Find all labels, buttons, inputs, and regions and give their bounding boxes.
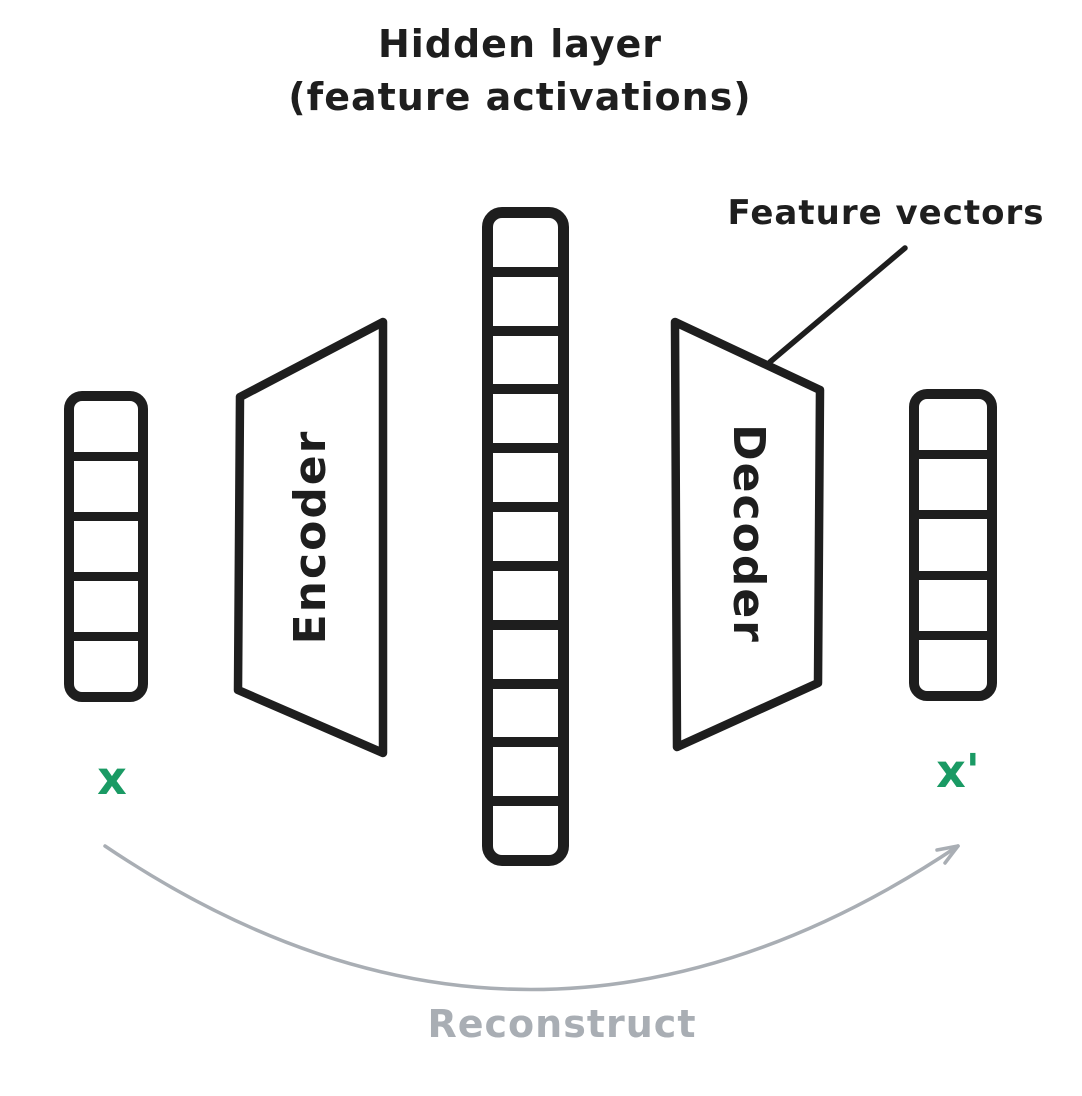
vector-cell [493, 747, 558, 807]
vector-cell [74, 401, 138, 461]
feature-vectors-pointer-line [767, 245, 908, 365]
output-x-prime-label: x' [936, 744, 980, 798]
hidden-layer-vector [482, 207, 569, 866]
vector-cell [919, 519, 987, 580]
vector-cell [919, 459, 987, 520]
reconstruct-label: Reconstruct [427, 1002, 697, 1046]
encoder-trapezoid [233, 317, 388, 758]
diagram-title: Hidden layer (feature activations) [0, 18, 1040, 124]
input-x-label: x [97, 751, 127, 805]
reconstruct-arrowhead-icon [935, 844, 960, 865]
encoder-label: Encoder [285, 429, 336, 645]
vector-cell [493, 218, 558, 277]
vector-cell [493, 453, 558, 513]
vector-cell [493, 630, 558, 689]
vector-cell [493, 394, 558, 454]
vector-cell [493, 689, 558, 748]
vector-cell [493, 277, 558, 336]
title-line-1: Hidden layer [377, 22, 663, 66]
vector-cell [74, 461, 138, 521]
vector-cell [74, 521, 138, 581]
vector-cell [493, 512, 558, 571]
decoder-label: Decoder [723, 424, 774, 644]
feature-vectors-label: Feature vectors [727, 193, 1045, 233]
output-vector [909, 389, 997, 701]
vector-cell [919, 399, 987, 460]
decoder-trapezoid [670, 317, 825, 752]
vector-cell [919, 640, 987, 691]
vector-cell [493, 336, 558, 395]
vector-cell [493, 806, 558, 855]
vector-cell [919, 580, 987, 640]
vector-cell [493, 571, 558, 630]
title-line-2: (feature activations) [288, 75, 752, 119]
vector-cell [74, 641, 138, 692]
vector-cell [74, 581, 138, 641]
reconstruct-arrow [103, 844, 960, 992]
input-vector [64, 391, 148, 702]
